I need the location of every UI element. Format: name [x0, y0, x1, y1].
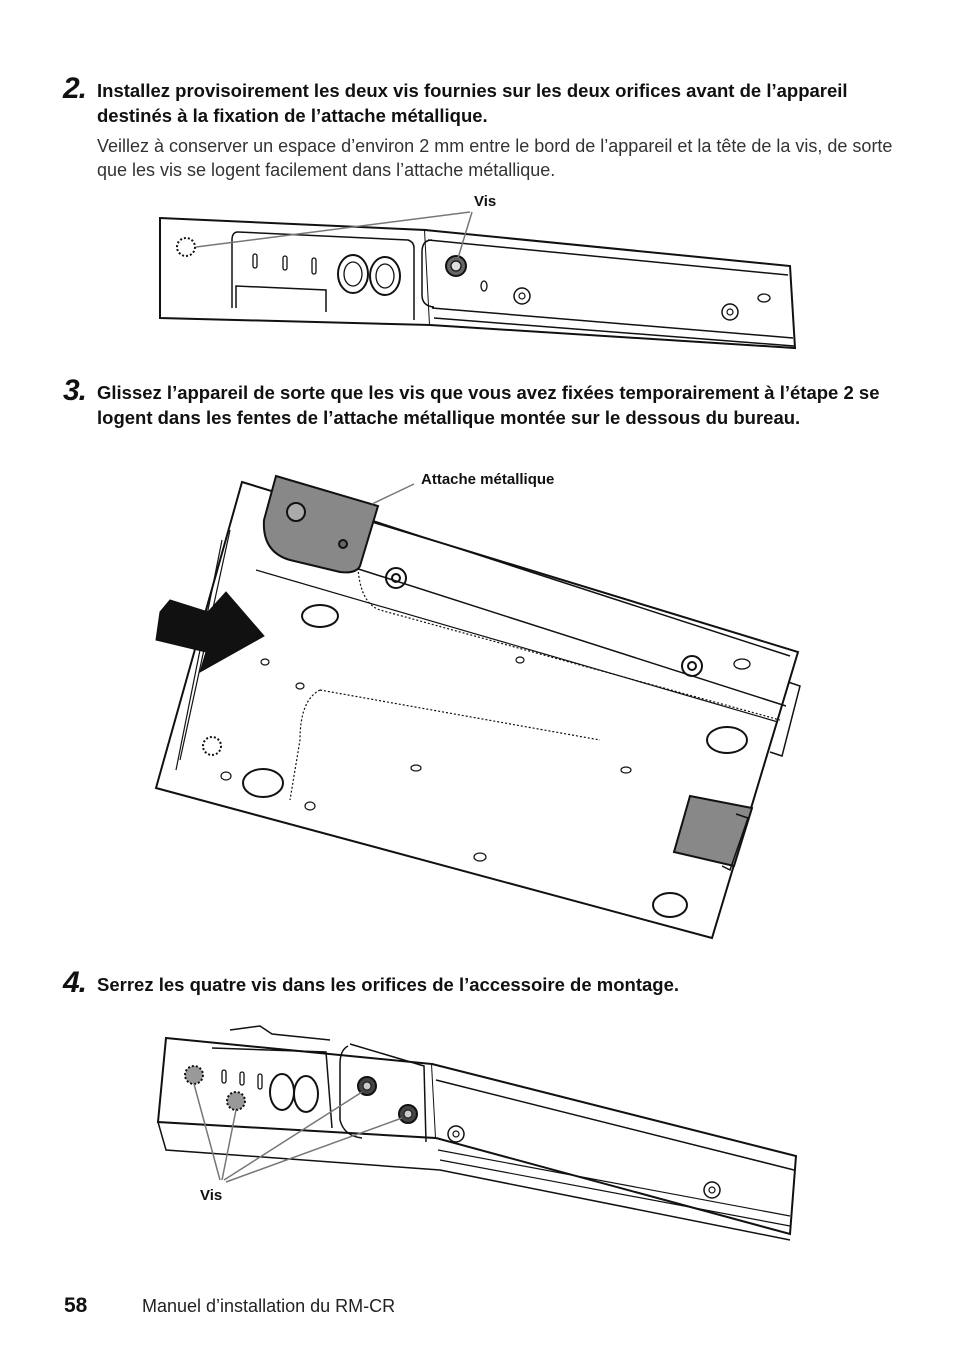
step-3-number: 3.: [63, 374, 87, 407]
step-2-screw-label: Vis: [474, 193, 497, 210]
step-2-number: 2.: [63, 72, 87, 105]
step-4-heading: Serrez les quatre vis dans les orifices …: [97, 974, 679, 995]
step-3-bracket-label: Attache métallique: [421, 471, 555, 488]
manual-title: Manuel d’installation du RM-CR: [142, 1296, 396, 1316]
step-4-number: 4.: [63, 966, 87, 999]
step-2-body: Veillez à conserver un espace d’environ …: [97, 136, 893, 180]
step-4-screw-label: Vis: [200, 1187, 223, 1204]
step-2-heading: Installez provisoirement les deux vis fo…: [97, 80, 848, 126]
step-3-heading: Glissez l’appareil de sorte que les vis …: [97, 382, 880, 428]
page-number: 58: [64, 1294, 88, 1317]
